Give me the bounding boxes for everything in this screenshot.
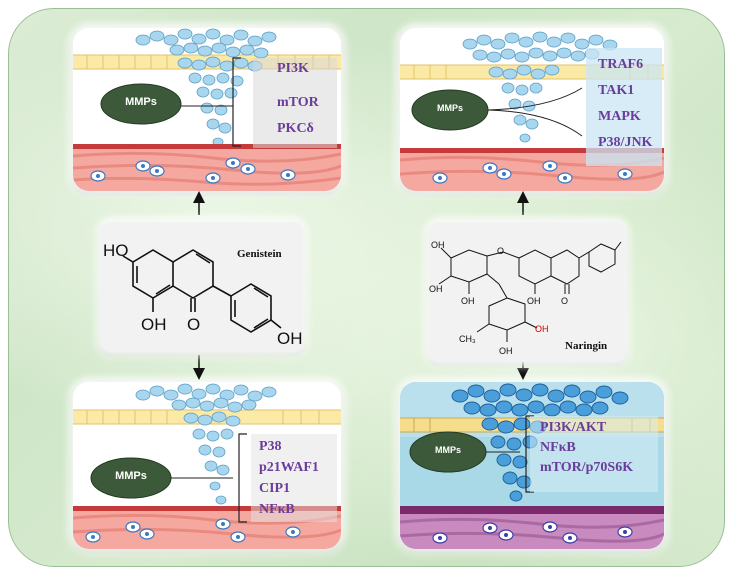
protein-label: P38/JNK (598, 135, 653, 150)
o-atom-label: O (497, 246, 504, 256)
oh-atom-label: OH (527, 296, 541, 306)
panel-top-left: MMPs PI3K mTOR PKCδ (73, 28, 341, 191)
protein-list: PI3K/AKT NFκB mTOR/p70S6K (540, 418, 633, 478)
oh-atom-label: OH (535, 324, 549, 334)
mmps-label: MMPs (115, 470, 147, 482)
oh-atom-label: OH (499, 346, 513, 356)
protein-list: P38 p21WAF1 CIP1 NFκB (259, 436, 319, 520)
oh-atom-label: OH (141, 315, 167, 334)
panel-bottom-right: MMPs PI3K/AKT NFκB mTOR/p70S6K (400, 382, 664, 549)
protein-label: mTOR (277, 95, 319, 110)
oh-atom-label: OH (431, 240, 445, 250)
tissue-illustration (400, 382, 664, 549)
naringin-structure-card: OH OH OH OH O O CH₃ OH OH Naringin (429, 222, 625, 362)
genistein-name: Genistein (237, 248, 282, 260)
oh-atom-label: OH (429, 284, 443, 294)
protein-list: TRAF6 TAK1 MAPK P38/JNK (598, 52, 652, 156)
protein-list: PI3K mTOR PKCδ (277, 58, 319, 140)
protein-label: P38 (259, 439, 282, 454)
mmps-label: MMPs (125, 96, 157, 108)
protein-label: CIP1 (259, 481, 291, 496)
tissue-illustration (73, 382, 341, 549)
carbonyl-o-label: O (187, 315, 200, 334)
genistein-structure-card: HO OH O OH Genistein (101, 222, 303, 352)
ch3-atom-label: CH₃ (459, 334, 476, 344)
protein-label: PKCδ (277, 121, 314, 136)
panel-bottom-left: MMPs P38 p21WAF1 CIP1 NFκB (73, 382, 341, 549)
oh-atom-label: OH (461, 296, 475, 306)
protein-label: NFκB (540, 440, 576, 455)
panel-top-right: MMPs TRAF6 TAK1 MAPK P38/JNK (400, 28, 664, 191)
tissue-illustration (73, 28, 341, 191)
protein-label: MAPK (598, 109, 641, 124)
naringin-structure: OH OH OH OH O O CH₃ OH OH (429, 240, 622, 356)
mmps-label: MMPs (436, 103, 463, 113)
ho-atom-label: HO (103, 241, 129, 260)
protein-label: TRAF6 (598, 57, 644, 72)
oh-atom-label: OH (277, 329, 303, 348)
genistein-structure: HO OH O OH (103, 241, 303, 348)
protein-label: p21WAF1 (259, 460, 319, 475)
mmps-label: MMPs (434, 445, 461, 455)
protein-label: NFκB (259, 502, 295, 517)
protein-label: TAK1 (598, 83, 635, 98)
naringin-name: Naringin (565, 340, 608, 352)
tissue-illustration (400, 28, 664, 191)
protein-label: PI3K (277, 61, 309, 76)
background-frame: MMPs PI3K mTOR PKCδ (8, 8, 725, 567)
protein-label: mTOR/p70S6K (540, 460, 634, 475)
o-atom-label: O (561, 296, 568, 306)
protein-label: PI3K/AKT (540, 420, 607, 435)
